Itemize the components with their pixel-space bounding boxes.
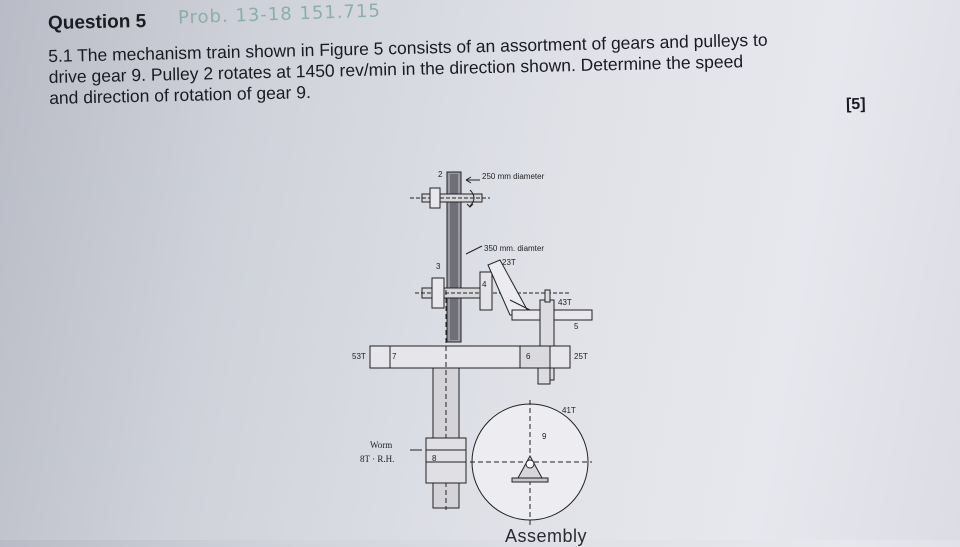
part-number-2: 2 — [438, 170, 443, 179]
part-number-4: 4 — [482, 280, 487, 289]
label-worm-spec: 8T · R.H. — [360, 454, 395, 464]
part-number-7: 7 — [392, 352, 397, 361]
mechanism-drawing — [369, 171, 593, 525]
part-number-5: 5 — [574, 322, 579, 331]
label-25t: 25T — [574, 352, 588, 361]
figure-5-mechanism: 250 mm diameter 350 mm. diamter 23T 43T … — [330, 160, 620, 540]
label-worm: Worm — [370, 440, 393, 450]
part-number-6: 6 — [526, 352, 531, 361]
label-pulley-3-diameter: 350 mm. diamter — [484, 244, 545, 253]
label-pulley-2-diameter: 250 mm diameter — [482, 172, 545, 181]
label-41t: 41T — [562, 406, 576, 415]
gear-4 — [479, 271, 493, 311]
figure-caption-fragment: Assembly — [505, 526, 588, 546]
label-43t: 43T — [558, 298, 572, 307]
question-body: 5.1 The mechanism train shown in Figure … — [48, 27, 879, 109]
handwritten-annotation: Prob. 13-18 151.715 — [177, 0, 382, 29]
marks-badge: [5] — [845, 95, 866, 114]
question-heading: Question 5 — [47, 10, 147, 35]
label-53t: 53T — [352, 352, 366, 361]
part-number-9: 9 — [542, 432, 547, 441]
part-number-3: 3 — [436, 262, 441, 271]
worm-8 — [425, 437, 467, 484]
label-23t: 23T — [502, 258, 516, 267]
part-number-8: 8 — [432, 454, 437, 463]
